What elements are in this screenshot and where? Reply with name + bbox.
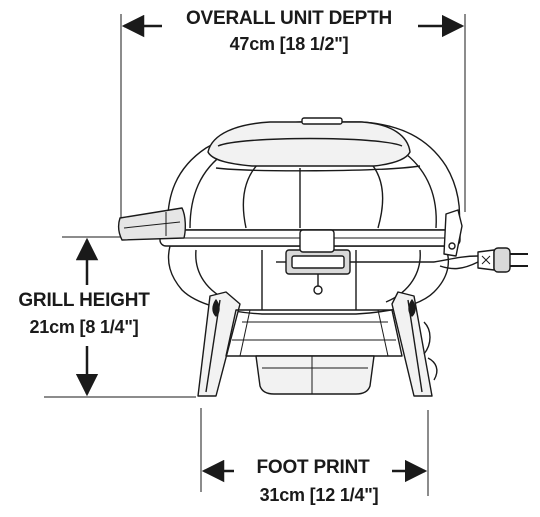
- grill-illustration: [117, 117, 528, 397]
- depth-value: 47cm [18 1/2"]: [229, 34, 349, 54]
- footprint-value: 31cm [12 1/4"]: [259, 485, 379, 505]
- height-title: GRILL HEIGHT: [18, 290, 150, 311]
- lid-top-panel: [207, 121, 411, 167]
- lid-hinge: [443, 209, 463, 257]
- depth-title: OVERALL UNIT DEPTH: [185, 8, 393, 29]
- right-leg: [391, 291, 433, 397]
- depth-dimension: [120, 14, 466, 220]
- lid-handle: [117, 207, 187, 241]
- drip-tray: [255, 355, 375, 395]
- plug-icon: [477, 247, 528, 273]
- footprint-dimension: [200, 408, 429, 496]
- grill-bowl: [167, 245, 449, 315]
- stand-frame: [225, 309, 403, 357]
- height-value: 21cm [8 1/4"]: [29, 317, 139, 337]
- power-cord: [433, 255, 479, 263]
- footprint-title: FOOT PRINT: [256, 457, 370, 478]
- height-dimension: [44, 236, 196, 398]
